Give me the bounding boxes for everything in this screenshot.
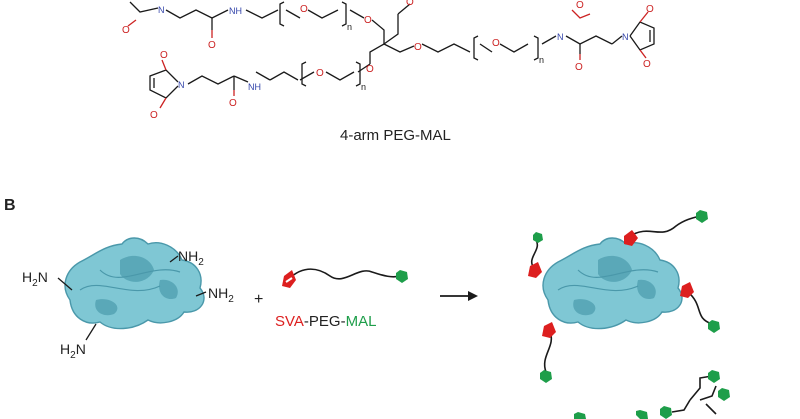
oxygen-label: O <box>364 15 372 26</box>
oxygen-label: O <box>576 0 584 11</box>
repeat-n: n <box>361 82 366 92</box>
repeat-n: n <box>539 55 544 65</box>
oxygen-label: O <box>208 40 216 51</box>
mal-end-icon <box>396 270 408 283</box>
four-arm-peg-fragment <box>574 370 730 419</box>
arm-right: O O n N O N O O O <box>414 0 655 73</box>
oxygen-label: O <box>316 68 324 79</box>
pegylated-protein <box>528 210 720 383</box>
oxygen-label: O <box>492 38 500 49</box>
oxygen-label: O <box>643 59 651 70</box>
amine-label-top: NH2 <box>178 248 204 268</box>
oxygen-label: O <box>414 42 422 53</box>
chemical-structure: O N O NH O n O O <box>122 0 655 144</box>
nitrogen-label: N <box>158 5 165 15</box>
oxygen-label: O <box>646 4 654 15</box>
repeat-n: n <box>347 22 352 32</box>
pentaerythritol-core: O <box>369 0 415 64</box>
plus-sign: + <box>254 291 263 308</box>
oxygen-label: O <box>160 50 168 61</box>
structure-label: 4-arm PEG-MAL <box>340 127 451 144</box>
nitrogen-label: N <box>178 80 185 90</box>
amine-label-right: NH2 <box>208 285 234 305</box>
amine-label-bottom: H2N <box>60 341 86 361</box>
oxygen-label: O <box>229 98 237 109</box>
reagent-label: SVA-PEG-MAL <box>275 313 376 330</box>
oxygen-label: O <box>150 110 158 121</box>
oxygen-label: O <box>300 4 308 15</box>
arm-top: O N O NH O n O <box>122 1 372 51</box>
protein-with-amines: H2N NH2 NH2 H2N <box>22 237 234 361</box>
nitrogen-label: N <box>622 32 629 42</box>
nh-label: NH <box>248 82 261 92</box>
amine-label-left: H2N <box>22 269 48 289</box>
reaction-arrow <box>440 291 478 301</box>
nitrogen-label: N <box>557 32 564 42</box>
sva-peg-mal-reagent: SVA-PEG-MAL <box>275 268 408 330</box>
oxygen-label: O <box>406 0 414 8</box>
arm-bottom-left: O n O NH O N O O <box>149 50 374 121</box>
oxygen-label: O <box>122 25 130 36</box>
oxygen-label: O <box>575 62 583 73</box>
oxygen-label: O <box>366 64 374 75</box>
panel-b-label: B <box>4 197 16 214</box>
nh-label: NH <box>229 6 242 16</box>
protein-blob <box>542 237 683 330</box>
